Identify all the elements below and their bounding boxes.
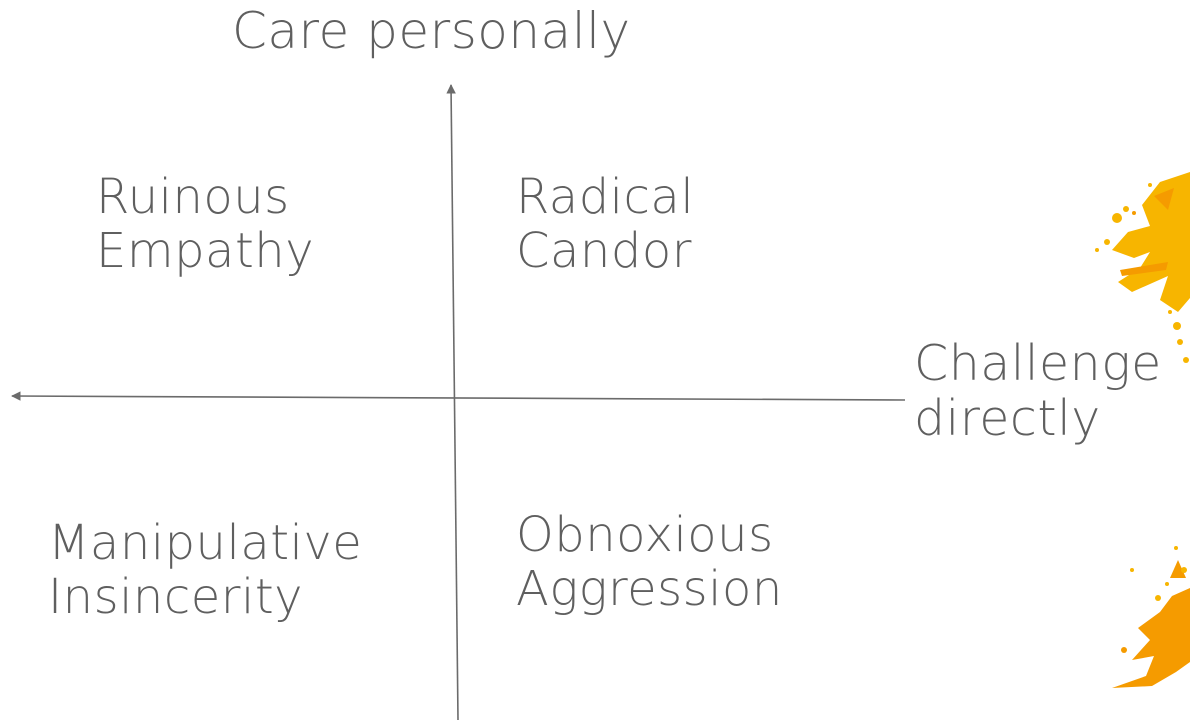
quadrant-bottom-left-line1: Manipulative	[48, 515, 363, 571]
quadrant-bottom-right-line2: Aggression	[516, 560, 783, 617]
horizontal-axis-label: Challenge directly	[914, 335, 1162, 447]
paint-splatter-top	[1095, 172, 1190, 363]
quadrant-bottom-left-label: Manipulative Insincerity	[48, 515, 363, 625]
quadrant-bottom-right-label: Obnoxious Aggression	[516, 507, 783, 617]
quadrant-top-right-label: Radical Candor	[516, 169, 695, 279]
horizontal-axis-arrow	[11, 391, 906, 401]
quadrant-bottom-left-line2: Insincerity	[48, 568, 304, 625]
quadrant-top-right-line2: Candor	[516, 222, 692, 279]
horizontal-axis-label-line2: directly	[914, 389, 1101, 447]
paint-splatter-bottom	[1112, 546, 1190, 688]
vertical-axis-label: Care personally	[232, 2, 631, 60]
horizontal-axis-label-line1: Challenge	[914, 335, 1162, 392]
quadrant-top-right-line1: Radical	[516, 169, 695, 225]
vertical-axis-arrow	[446, 84, 459, 721]
quadrant-top-left-line1: Ruinous	[96, 169, 290, 225]
quadrant-top-left-label: Ruinous Empathy	[96, 169, 315, 279]
quadrant-top-left-line2: Empathy	[96, 222, 315, 279]
quadrant-bottom-right-line1: Obnoxious	[516, 507, 774, 563]
